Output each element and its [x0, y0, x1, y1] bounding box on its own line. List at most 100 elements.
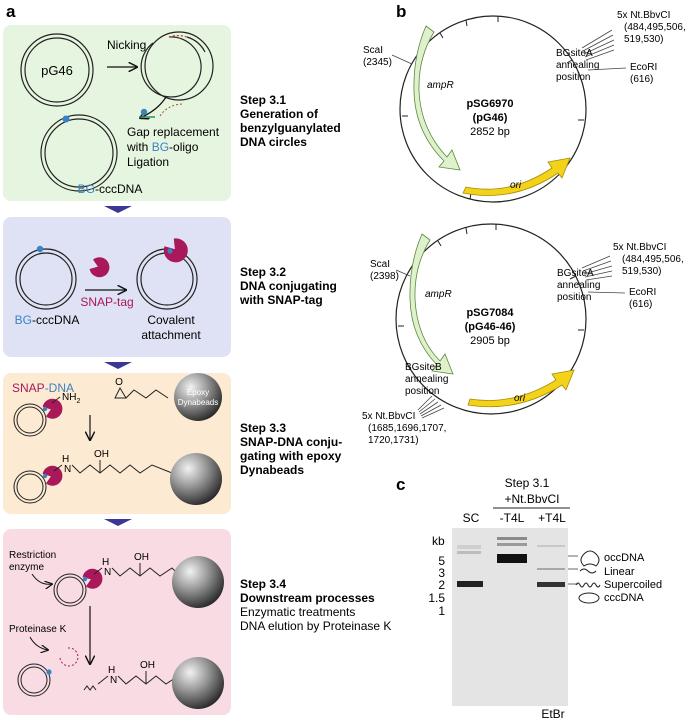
occdna-label: occDNA: [604, 552, 645, 564]
hydroxyl-oh: OH: [94, 449, 109, 460]
ligation-text: Ligation: [127, 155, 169, 169]
bgsiteB-label-b: annealing: [405, 374, 448, 385]
bead-bound-construct: [53, 563, 181, 607]
epoxy-bead: [174, 373, 222, 421]
plasmid-2-name: pSG7084: [466, 307, 514, 319]
stain-label: EtBr: [541, 707, 564, 720]
step4-amine-n: N: [104, 567, 111, 578]
ecori-pos-2: (616): [629, 299, 652, 310]
step4-amine-n-2: N: [110, 675, 117, 686]
scai-pos-2: (2398): [370, 271, 399, 282]
nt-pos-1a: (484,495,506,: [624, 22, 685, 33]
marker-5: 5: [438, 554, 445, 568]
restriction-text: Restriction: [9, 550, 56, 561]
ecori-leader-2: [587, 291, 626, 294]
ori-arrow: [462, 157, 571, 196]
plasmid-1-name: pSG6970: [466, 98, 513, 110]
nh2-label: NH2: [62, 392, 80, 405]
plasmid-map-2: ampR ori pSG7084 (pG46-46) 2905 bp ScaI …: [362, 223, 684, 446]
gap-replacement-text: Gap replacement: [127, 125, 220, 139]
ori-label-2: ori: [514, 393, 526, 404]
marker-1-5: 1.5: [428, 591, 445, 605]
step-3-3-line2: SNAP-DNA conju-: [240, 435, 342, 449]
attachment-text: attachment: [141, 328, 201, 342]
flow-arrow-3: [104, 519, 132, 526]
plasmid-2-backbone: [395, 223, 587, 415]
bg-dot: [140, 108, 148, 116]
step-3-4-line3: Enzymatic treatments: [240, 605, 355, 619]
lane-label-minus-t4l: -T4L: [500, 511, 525, 525]
bead-label-1: Epoxy: [187, 388, 209, 397]
bg-cccdna-label-2: BG-cccDNA: [15, 313, 80, 327]
plasmid-2-size: 2905 bp: [470, 335, 510, 347]
ori-label-1: ori: [510, 180, 522, 191]
bgsiteA-label-2c: position: [557, 292, 591, 303]
bgsite-label-1b: annealing: [556, 60, 599, 71]
snap-dna-construct-1: [13, 396, 63, 437]
scai-label-1: ScaI: [363, 45, 383, 56]
ampR-arrow: [413, 25, 461, 171]
epoxide-linker: [114, 386, 169, 399]
panel-label-b: b: [396, 2, 406, 21]
plasmid-2-alias: (pG46-46): [465, 321, 516, 333]
digested-snap-icon: [59, 647, 79, 667]
covalent-text: Covalent: [147, 313, 195, 327]
ntB-site-leaders: [417, 395, 445, 419]
step-3-4-title: Step 3.4: [240, 577, 286, 591]
bgsiteA-label-2a: BGsiteA: [557, 268, 594, 279]
kb-unit: kb: [432, 534, 445, 548]
step-3-2-title: Step 3.2: [240, 265, 286, 279]
nt-site-leaders-1: [581, 29, 615, 61]
snap-dna-construct-2: [13, 460, 173, 504]
released-dna: [17, 663, 52, 697]
proteinase-text: Proteinase K: [9, 624, 67, 635]
step4-amine-h-2: H: [108, 665, 115, 676]
step4-hydroxyl-oh: OH: [134, 552, 149, 563]
ecori-leader-1: [587, 67, 627, 71]
plasmid-map-1: ampR ori pSG6970 (pG46) 2852 bp ScaI (23…: [363, 10, 685, 203]
bgsiteB-label-c: position: [405, 386, 439, 397]
supercoiled-label: Supercoiled: [604, 579, 662, 591]
scai-leader-2: [395, 269, 411, 277]
step-3-1-box: [3, 25, 231, 201]
nt-pos-2b: 519,530): [622, 266, 661, 277]
linear-icon: [579, 568, 597, 574]
nicking-label: Nicking: [107, 38, 146, 52]
band-leaders: [568, 555, 578, 585]
snap-dna-label: SNAP-DNA: [12, 381, 74, 395]
gap-with-text: with BG-oligo: [126, 140, 199, 154]
ecori-label-1: EcoRI: [630, 62, 657, 73]
bgsiteA-label-2b: annealing: [557, 280, 600, 291]
gel-enzyme-label: +Nt.BbvCI: [504, 492, 559, 506]
step-3-1-line4: DNA circles: [240, 135, 307, 149]
ampR-label-2: ampR: [425, 289, 452, 300]
proteinase-arrow: [29, 636, 48, 650]
step-3-3: SNAP-DNA NH2 O Epoxy Dynabeads H N OH: [3, 373, 231, 514]
plasmid-1-backbone: [399, 15, 587, 203]
ecori-label-2: EcoRI: [629, 287, 656, 298]
bgsite-label-1c: position: [556, 72, 590, 83]
cccdna-icon: [578, 592, 600, 604]
nt-label-2: 5x Nt.BbvCI: [613, 242, 666, 253]
plasmid-1-ticks: [402, 16, 584, 200]
supercoiled-icon: [575, 582, 601, 588]
enzyme-text: enzyme: [9, 562, 44, 573]
conjugated-bead: [170, 453, 222, 505]
scai-leader-1: [391, 54, 413, 65]
ampR-arrow-2: [409, 233, 454, 375]
scai-pos-1: (2345): [363, 57, 392, 68]
bg-cccdna-plasmid: [40, 114, 118, 192]
step-3-1-line3: benzylguanylated: [240, 121, 341, 135]
epoxide-o: O: [115, 377, 123, 388]
bgsite-label-1a: BGsiteA: [556, 48, 593, 59]
amine-n: N: [64, 464, 71, 475]
bead-label-2: Dynabeads: [178, 398, 218, 407]
cccdna-label: cccDNA: [604, 592, 644, 604]
step-3-4: Restriction enzyme H N OH Proteinase K H…: [3, 529, 231, 715]
pG46-label: pG46: [41, 63, 73, 78]
gel-bands: [457, 537, 565, 587]
marker-2: 2: [438, 578, 445, 592]
step-3-2: BG-cccDNA SNAP-tag Covalent attachment: [3, 217, 231, 357]
lane-label-sc: SC: [463, 511, 480, 525]
step-3-1-line2: Generation of: [240, 107, 319, 121]
